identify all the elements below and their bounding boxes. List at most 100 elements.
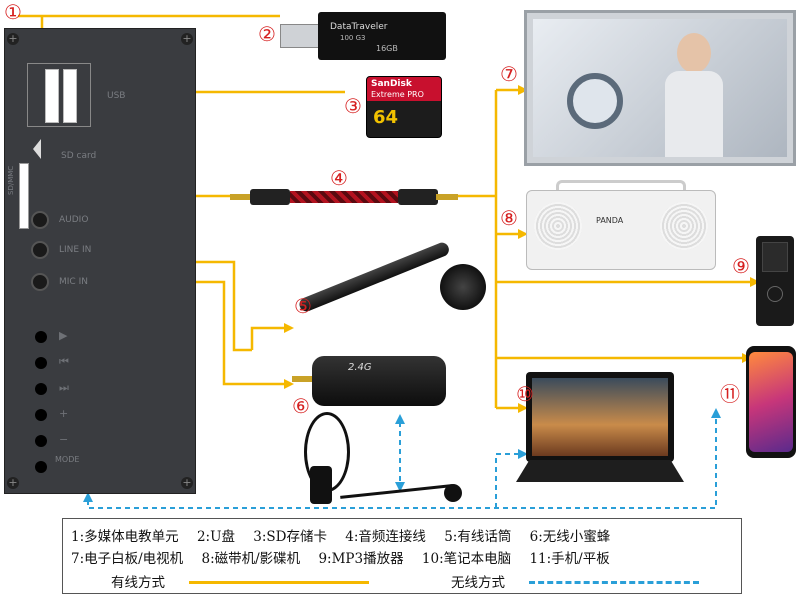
wireless-laptop	[495, 453, 520, 508]
marker-8: ⑧	[500, 206, 518, 230]
legend-row-1: 1:多媒体电教单元 2:U盘 3:SD存储卡 4:音频连接线 5:有线话筒 6:…	[71, 525, 624, 545]
legend-item: 6:无线小蜜蜂	[529, 529, 611, 545]
laptop-base	[516, 460, 684, 482]
previous-button[interactable]	[35, 357, 47, 369]
sd-card-label-band	[367, 77, 441, 101]
arrow-mic	[284, 323, 294, 333]
mp3-control-ring	[767, 286, 783, 302]
jack-label-micin: MIC IN	[59, 277, 88, 287]
headset-transmitter	[310, 466, 332, 504]
speaker-right	[660, 202, 708, 250]
smartphone	[746, 346, 796, 458]
play-button[interactable]	[35, 331, 47, 343]
legend-item: 1:多媒体电教单元	[71, 529, 179, 545]
globe-graphic	[567, 73, 623, 129]
arrow-wl-phone	[711, 408, 721, 418]
usb-connector	[280, 24, 320, 48]
marker-9: ⑨	[732, 254, 750, 278]
mic-in-jack[interactable]	[31, 273, 49, 291]
usb-port[interactable]	[63, 69, 77, 123]
headset-microphone	[300, 410, 470, 514]
next-button[interactable]	[35, 383, 47, 395]
cable-plug-left	[230, 194, 252, 200]
legend-item: 8:磁带机/影碟机	[201, 551, 301, 567]
usb-body	[318, 12, 446, 60]
marker-7: ⑦	[500, 62, 518, 86]
mp3-player	[756, 236, 794, 326]
arrow-wl-laptop	[518, 449, 528, 459]
speaker-left	[534, 202, 582, 250]
legend-item: 3:SD存储卡	[253, 529, 327, 545]
usb-capacity: 16GB	[376, 44, 398, 53]
legend-wired-label: 有线方式	[111, 575, 165, 591]
sd-insert-arrow-icon	[33, 139, 41, 159]
legend-item: 2:U盘	[196, 529, 235, 545]
minus-icon: −	[59, 433, 69, 446]
plus-icon: +	[59, 407, 69, 420]
marker-6: ⑥	[292, 394, 310, 418]
next-icon: ⏭	[59, 381, 69, 394]
sd-model: Extreme PRO	[371, 90, 424, 99]
presenter-body	[665, 71, 723, 157]
wired-microphone	[290, 240, 490, 338]
legend-item: 7:电子白板/电视机	[71, 551, 184, 567]
screw-icon: +	[7, 32, 19, 45]
laptop	[516, 372, 684, 484]
usb-port[interactable]	[45, 69, 59, 123]
usb-brand: DataTraveler	[330, 22, 388, 32]
audio-jack[interactable]	[31, 211, 49, 229]
play-icon: ▶	[59, 329, 68, 342]
sd-slot[interactable]	[19, 163, 29, 229]
sd-card-label: SD card	[61, 151, 97, 161]
presenter-head	[677, 33, 711, 73]
previous-icon: ⏮	[59, 355, 69, 368]
usb-port-frame	[27, 63, 91, 127]
audio-cable	[230, 186, 458, 208]
receiver-body	[312, 356, 446, 406]
legend-item: 4:音频连接线	[345, 529, 426, 545]
sd-capacity: 64	[373, 107, 399, 128]
legend-wireless-line	[529, 581, 699, 584]
cable-head-right	[398, 189, 438, 205]
cable-braid	[290, 191, 398, 203]
legend-item: 9:MP3播放器	[318, 551, 404, 567]
marker-3: ③	[344, 94, 362, 118]
sd-slot-label: SD/MMC	[7, 165, 15, 195]
mode-label: MODE	[55, 455, 80, 464]
marker-4: ④	[330, 166, 348, 190]
marker-2: ②	[258, 22, 276, 46]
legend-item: 10:笔记本电脑	[421, 551, 512, 567]
screw-icon: +	[181, 32, 193, 45]
volume-down-button[interactable]	[35, 435, 47, 447]
legend-box: 1:多媒体电教单元 2:U盘 3:SD存储卡 4:音频连接线 5:有线话筒 6:…	[62, 518, 742, 594]
arrow-wl-mic-top	[395, 414, 405, 424]
jack-label-audio: AUDIO	[59, 215, 89, 225]
mode-button[interactable]	[35, 461, 47, 473]
legend-wired-line	[189, 581, 369, 584]
screw-icon: +	[7, 476, 19, 489]
line-in-jack[interactable]	[31, 241, 49, 259]
volume-up-button[interactable]	[35, 409, 47, 421]
mic-head	[440, 264, 486, 310]
usb-drive: DataTraveler 100 G3 16GB	[280, 10, 446, 62]
arrow-laptop	[518, 403, 528, 413]
cable-plug-right	[436, 194, 458, 200]
marker-1: ①	[4, 0, 22, 24]
headset-mic-foam	[444, 484, 462, 502]
sd-brand: SanDisk	[371, 79, 412, 89]
legend-item: 5:有线话筒	[444, 529, 512, 545]
cassette-handle	[556, 180, 686, 192]
wire-mic-branch	[250, 326, 286, 350]
legend-row-2: 7:电子白板/电视机 8:磁带机/影碟机 9:MP3播放器 10:笔记本电脑 1…	[71, 547, 624, 567]
receiver-plug	[292, 376, 314, 382]
multimedia-unit-panel: + + + + USB SD/MMC SD card AUDIO LINE IN…	[4, 28, 196, 494]
receiver-label: 2.4G	[348, 362, 372, 373]
arrow-cassette	[518, 229, 528, 239]
mp3-screen	[762, 242, 788, 272]
wireless-receiver: 2.4G	[292, 352, 448, 410]
legend-wireless-label: 无线方式	[451, 575, 505, 591]
cassette-brand: PANDA	[596, 216, 624, 225]
screw-icon: +	[181, 476, 193, 489]
wireless-main	[87, 416, 717, 509]
